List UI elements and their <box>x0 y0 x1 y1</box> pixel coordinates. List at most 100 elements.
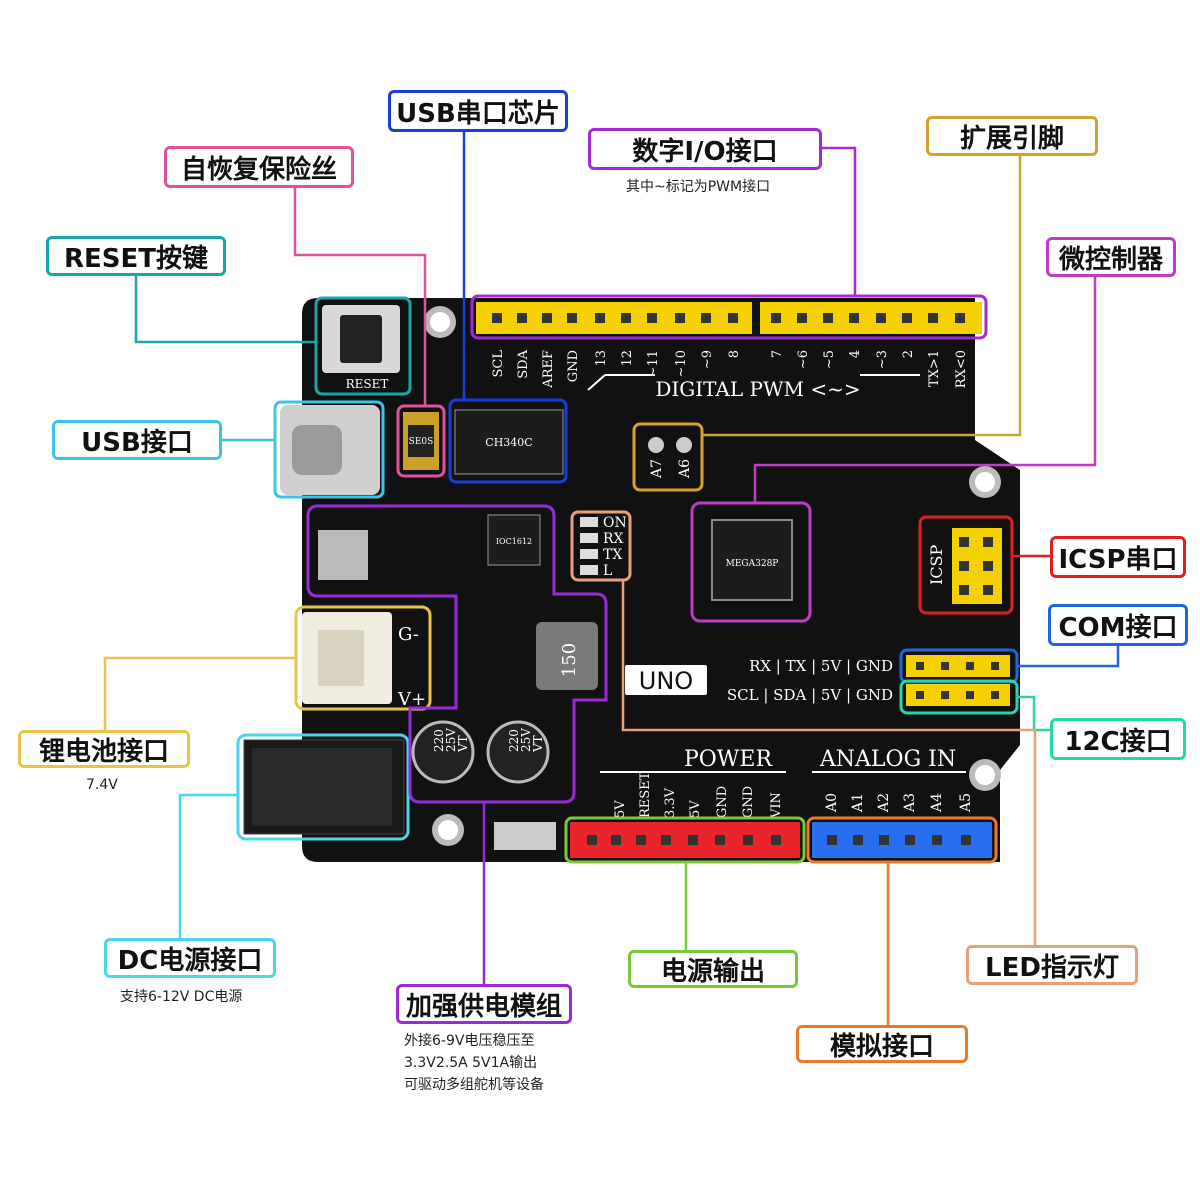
analog-pin-hole <box>961 835 971 845</box>
callout-usb-port: USB接口 <box>52 420 222 460</box>
leader-battery <box>103 656 296 730</box>
power-pin-hole <box>661 835 671 845</box>
i2c-pin-hole <box>966 691 974 699</box>
power-label: POWER <box>684 747 774 772</box>
leader-ext <box>702 155 1022 437</box>
digital-pin-hole <box>728 313 738 323</box>
frame-icsp <box>918 515 1014 615</box>
note-dc: 支持6-12V DC电源 <box>120 989 243 1005</box>
inductor <box>536 622 598 690</box>
digital-pin-hole <box>849 313 859 323</box>
callout-mcu: 微控制器 <box>1046 237 1176 277</box>
power-pin-label: VIN <box>769 792 784 819</box>
digital-pin-label: ~9 <box>700 350 715 369</box>
callout-i2c: 12C接口 <box>1050 718 1186 760</box>
capacitor <box>486 720 550 784</box>
icsp-pin-hole <box>959 561 969 571</box>
digital-pin-label: RX<0 <box>954 350 969 388</box>
ext-pin-a7: A7 <box>649 459 665 479</box>
digital-pin-label: 7 <box>770 350 785 358</box>
svg-text:25V: 25V <box>444 728 458 752</box>
usb-chip-text: CH340C <box>485 436 532 449</box>
icsp-pin-hole <box>983 585 993 595</box>
callout-com: COM接口 <box>1048 604 1188 646</box>
analog-pin-hole <box>905 835 915 845</box>
digital-pin-label: ~3 <box>875 350 890 369</box>
digital-pin-hole <box>621 313 631 323</box>
callout-ext-pins: 扩展引脚 <box>926 116 1098 156</box>
leader-reset <box>134 275 316 344</box>
digital-pin-label: GND <box>566 350 581 382</box>
com-row-label: RX | TX | 5V | GND <box>749 657 893 675</box>
power-header[interactable] <box>570 822 800 858</box>
analog-pin-hole <box>879 835 889 845</box>
frame-analog <box>806 816 998 864</box>
leader-fuse <box>293 188 427 406</box>
digital-pin-hole <box>517 313 527 323</box>
capacitor-text-left: 220 25V VT <box>432 728 470 753</box>
led-l: L <box>603 563 612 579</box>
inductor-text: 150 <box>559 643 580 677</box>
frame-reset <box>314 296 412 396</box>
regulator <box>318 530 368 580</box>
digital-pin-hole <box>567 313 577 323</box>
digital-pin-hole <box>902 313 912 323</box>
digital-pin-label: 8 <box>727 350 742 358</box>
frame-digital <box>470 294 988 340</box>
power-pin-hole <box>636 835 646 845</box>
leader-digital <box>822 146 857 296</box>
callout-fuse: 自恢复保险丝 <box>164 146 354 188</box>
analog-pin-label: A4 <box>929 793 945 813</box>
diode <box>494 822 556 850</box>
power-pin-label: GND <box>715 786 730 818</box>
i2c-header[interactable] <box>906 684 1010 706</box>
digital-pin-label: 13 <box>594 350 609 367</box>
power-pin-label: RESET <box>638 771 653 818</box>
digital-pin-label: ~10 <box>674 350 689 377</box>
power-pin-label: 5V <box>613 800 628 818</box>
i2c-pin-hole <box>991 691 999 699</box>
note-power-module-3: 可驱动多组舵机等设备 <box>404 1077 544 1093</box>
svg-text:220: 220 <box>432 729 446 752</box>
digital-pin-hole <box>928 313 938 323</box>
digital-header-right[interactable] <box>760 302 982 334</box>
com-pin-hole <box>916 662 924 670</box>
digital-pin-hole <box>955 313 965 323</box>
callout-reset-btn: RESET按键 <box>46 236 226 276</box>
digital-pin-label: 4 <box>848 350 863 358</box>
callout-power-module: 加强供电模组 <box>396 984 572 1024</box>
leader-led <box>621 580 1037 945</box>
note-battery: 7.4V <box>86 777 118 793</box>
capacitor <box>411 720 475 784</box>
frame-led <box>570 510 632 582</box>
mcu-text: MEGA328P <box>726 559 779 569</box>
led-rx: RX <box>603 531 624 547</box>
ext-pin-a6: A6 <box>677 459 693 479</box>
icsp-pin-hole <box>983 537 993 547</box>
power-pin-hole <box>771 835 781 845</box>
svg-text:220: 220 <box>507 729 521 752</box>
digital-pin-hole <box>492 313 502 323</box>
model-badge <box>625 665 707 695</box>
com-header[interactable] <box>906 655 1010 677</box>
digital-pin-hole <box>876 313 886 323</box>
callout-usb-chip: USB串口芯片 <box>388 90 568 132</box>
digital-pin-label: AREF <box>541 350 556 389</box>
power-pin-label: 3.3V <box>663 787 678 818</box>
note-power-module-2: 3.3V2.5A 5V1A输出 <box>404 1055 538 1071</box>
callout-battery: 锂电池接口 <box>18 730 190 768</box>
digital-pin-hole <box>675 313 685 323</box>
frame-ext-pins <box>632 422 704 492</box>
digital-pin-label: ~6 <box>796 350 811 369</box>
analog-pin-label: A0 <box>824 793 840 813</box>
digital-pin-label: ~5 <box>822 350 837 369</box>
digital-pin-label: SDA <box>516 349 531 378</box>
battery-pin-v: V+ <box>397 689 426 710</box>
frame-mcu <box>690 501 812 623</box>
leader-i2c <box>1017 695 1050 732</box>
digital-pin-label: 2 <box>901 350 916 358</box>
